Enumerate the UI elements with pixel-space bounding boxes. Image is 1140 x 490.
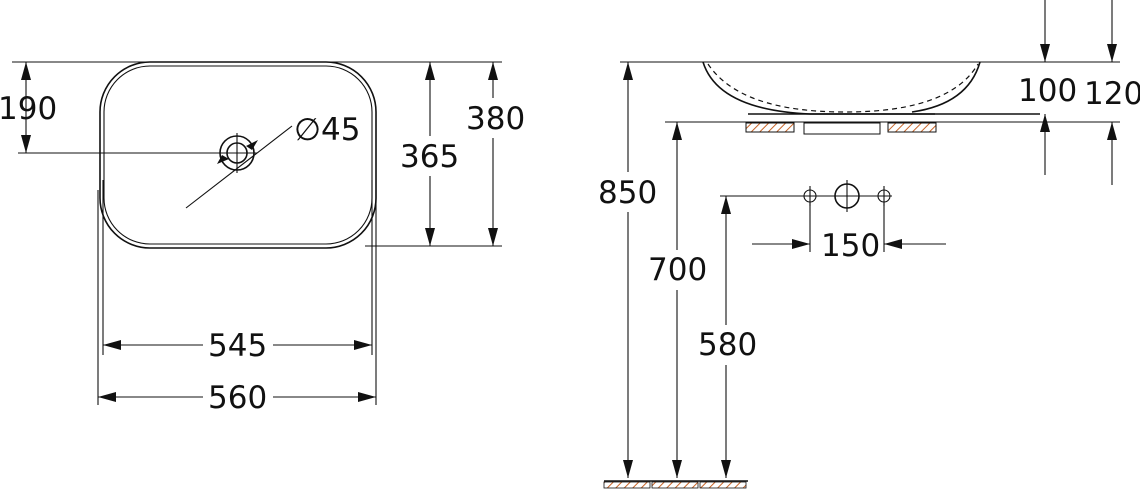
dim-floor-to-counter: 700 <box>648 252 707 288</box>
dim-inner-width: 545 <box>208 328 267 364</box>
basin-bowl-inner <box>707 63 979 113</box>
side-view: 100 120 150 850 <box>596 0 1140 489</box>
top-view: 190 ∅45 365 380 545 560 <box>0 61 526 416</box>
waste-outlet <box>803 122 881 135</box>
dim-outer-depth: 380 <box>466 101 525 137</box>
drain-hole <box>831 180 863 212</box>
dim-bowl-height: 100 <box>1018 73 1077 109</box>
dim-floor-to-fixing: 580 <box>698 327 757 363</box>
dim-inner-depth: 365 <box>400 139 459 175</box>
basin-inner-outline <box>103 65 373 245</box>
basin-outer-outline <box>99 61 377 249</box>
dim-total-height: 120 <box>1084 76 1140 112</box>
floor-hatch <box>603 481 747 489</box>
diameter-leader <box>185 125 293 209</box>
dim-tap-hole-diameter: ∅45 <box>294 112 360 148</box>
support-left-hatch <box>745 122 795 133</box>
dim-fixing-spacing: 150 <box>821 228 880 264</box>
dim-tap-hole-height: 190 <box>0 91 57 127</box>
basin-bowl-outer <box>702 61 1040 115</box>
support-right-hatch <box>887 122 937 133</box>
dim-outer-width: 560 <box>208 380 267 416</box>
dim-floor-to-rim: 850 <box>598 175 657 211</box>
